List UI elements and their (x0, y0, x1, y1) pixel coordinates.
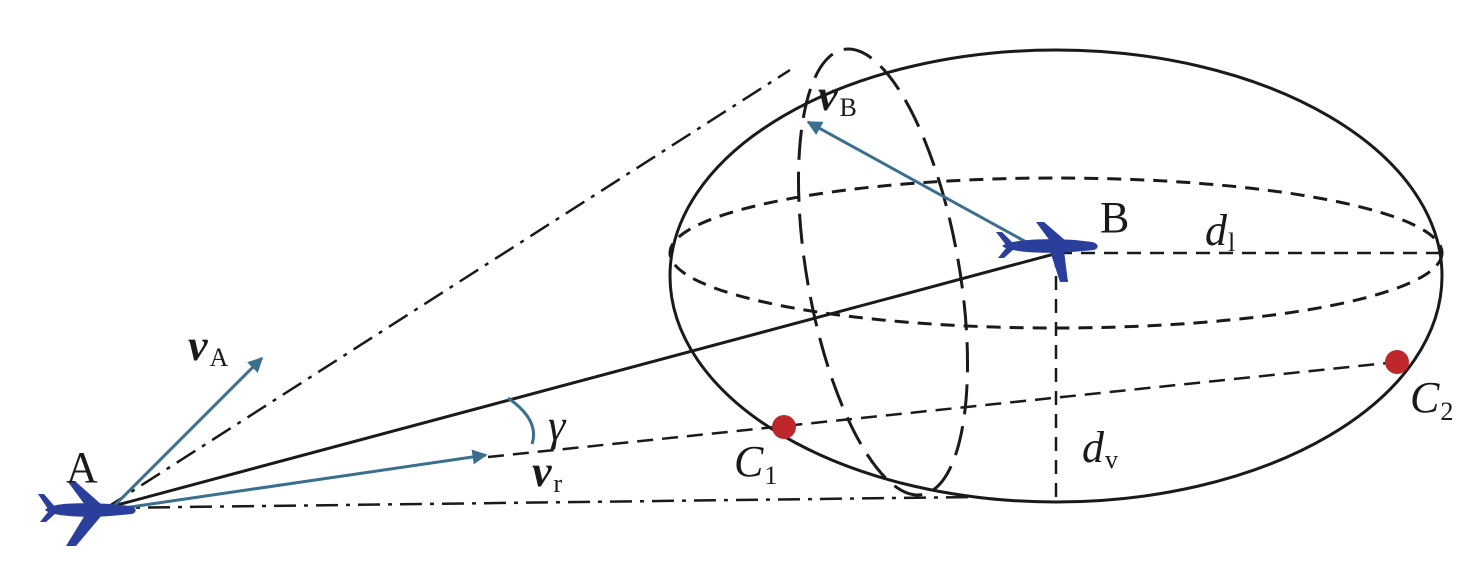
vector-vb (806, 120, 1029, 245)
upper-tangent-line (105, 68, 791, 510)
label-dl: dl (1205, 206, 1235, 257)
angle-gamma-arc (507, 396, 535, 445)
lower-tangent-line (105, 495, 976, 510)
label-vb: vB (818, 71, 857, 122)
label-vr: vr (532, 447, 563, 498)
line-a-to-b (105, 251, 1059, 510)
vector-vr (109, 449, 488, 512)
point-c2 (1385, 350, 1409, 374)
label-point-a: A (66, 443, 98, 492)
aircraft-icon-b (996, 222, 1098, 282)
label-c2: C2 (1410, 373, 1453, 426)
label-point-b: B (1100, 193, 1129, 242)
label-gamma: γ (548, 401, 567, 450)
ellipsoid-outline (668, 48, 1444, 504)
vertical-cross-section (796, 47, 970, 497)
vector-va (108, 356, 264, 512)
point-c1 (772, 415, 796, 439)
aircraft-icon-a (38, 482, 136, 546)
label-c1: C1 (734, 437, 777, 490)
line-c1-c2 (487, 360, 1398, 459)
label-dv: dv (1082, 423, 1118, 474)
label-va: vA (188, 321, 229, 372)
